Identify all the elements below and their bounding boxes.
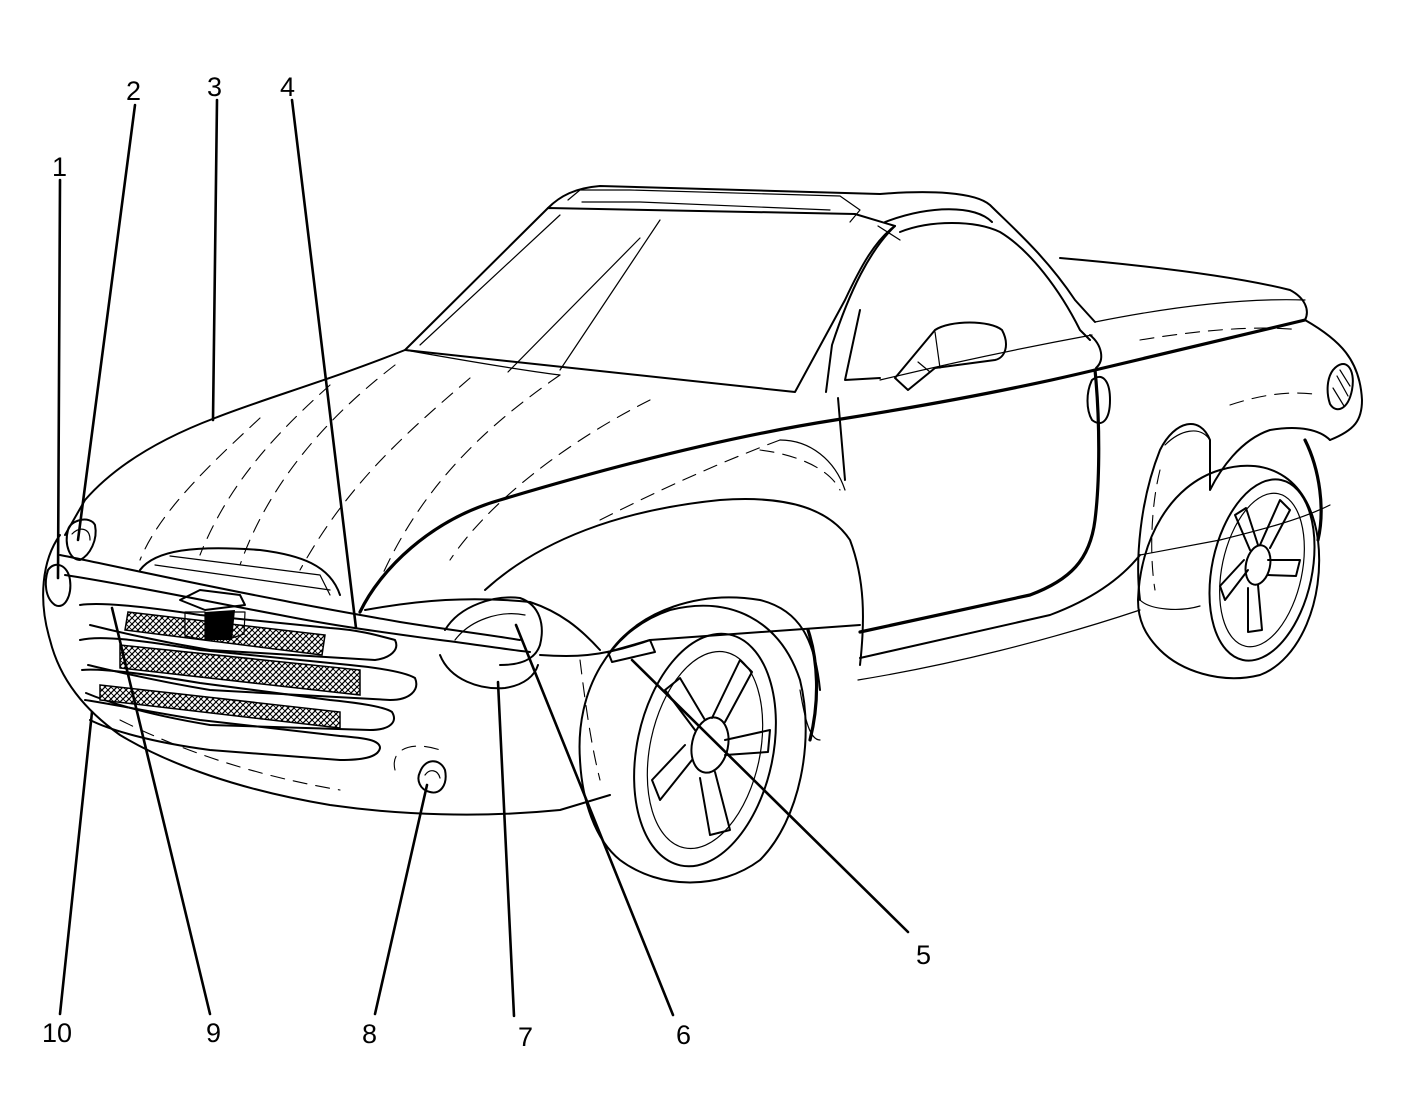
callout-5: 5 — [916, 940, 931, 970]
leader-1 — [56, 178, 62, 580]
truck-body — [42, 185, 1363, 816]
leader-6 — [514, 623, 675, 1017]
leader-4 — [290, 98, 358, 630]
callout-1: 1 — [52, 152, 67, 182]
callout-9: 9 — [206, 1018, 221, 1048]
leader-7 — [496, 680, 516, 1018]
callout-4: 4 — [280, 72, 295, 102]
callout-7: 7 — [518, 1022, 533, 1052]
leader-2 — [76, 103, 137, 542]
callout-2: 2 — [126, 76, 141, 106]
front-wheel — [578, 604, 807, 884]
leader-lines — [56, 98, 910, 1018]
callout-8: 8 — [362, 1019, 377, 1049]
leader-9 — [110, 606, 212, 1016]
leader-5 — [630, 658, 910, 934]
callout-6: 6 — [676, 1020, 691, 1050]
callout-3: 3 — [207, 72, 222, 102]
rear-wheel — [1137, 438, 1323, 680]
leader-3 — [211, 98, 219, 422]
callout-10: 10 — [42, 1018, 72, 1048]
leader-8 — [373, 783, 429, 1016]
leader-10 — [58, 710, 94, 1016]
callout-labels: 1 2 3 4 5 6 7 8 9 10 — [42, 72, 931, 1052]
